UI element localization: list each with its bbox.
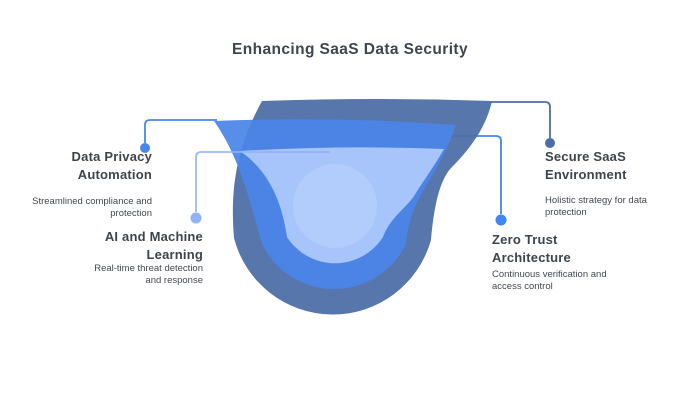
label-zero-trust-architecture: Zero Trust Architecture bbox=[492, 232, 571, 265]
label-secure-saas-environment: Secure SaaS Environment bbox=[545, 149, 627, 182]
label-data-privacy-automation: Data Privacy Automation bbox=[71, 149, 152, 182]
connector-line-data-privacy bbox=[144, 119, 217, 143]
funnel-core-highlight bbox=[293, 164, 377, 248]
connector-dot-zero-trust bbox=[495, 214, 507, 226]
desc-data-privacy-automation: Streamlined compliance and protection bbox=[32, 196, 152, 219]
connector-dot-data-privacy bbox=[140, 143, 150, 153]
desc-ai-machine-learning: Real-time threat detection and response bbox=[94, 263, 203, 286]
desc-zero-trust-architecture: Continuous verification and access contr… bbox=[492, 269, 607, 292]
connector-line-secure-saas bbox=[491, 101, 551, 138]
connector-line-zero-trust bbox=[451, 135, 502, 214]
connector-dot-secure-saas bbox=[545, 138, 555, 148]
connector-line-ai-ml bbox=[195, 151, 330, 212]
connector-dot-ai-ml bbox=[190, 212, 202, 224]
desc-secure-saas-environment: Holistic strategy for data protection bbox=[545, 195, 647, 218]
page-title: Enhancing SaaS Data Security bbox=[231, 41, 469, 58]
label-ai-machine-learning: AI and Machine Learning bbox=[104, 229, 203, 262]
